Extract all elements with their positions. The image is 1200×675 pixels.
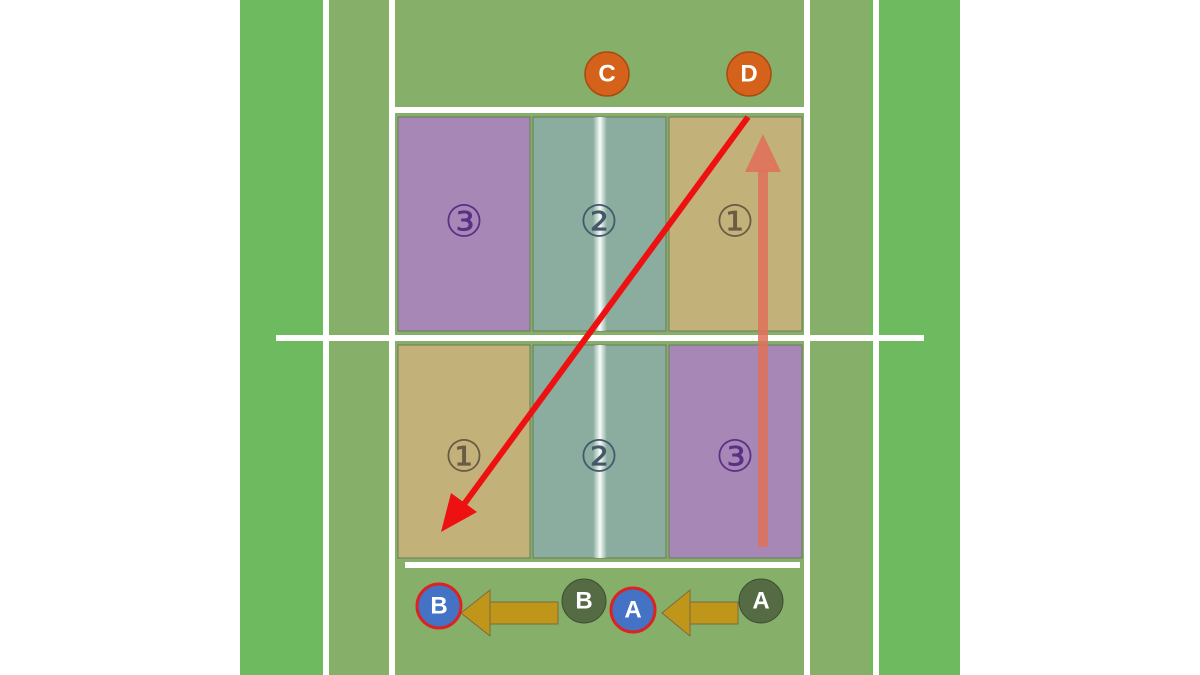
shot-arrow: [441, 115, 751, 532]
svg-text:A: A: [624, 597, 641, 624]
svg-text:D: D: [740, 61, 757, 88]
zone-far-right-label: ①: [715, 197, 754, 248]
player-a-start: A: [738, 578, 784, 624]
rotate-arrow-right: [661, 588, 739, 638]
move-arrow: [745, 134, 781, 547]
player-c: C: [584, 51, 630, 97]
zone-near-right-label: ③: [715, 432, 754, 483]
player-a-end: A: [609, 586, 657, 634]
svg-text:B: B: [575, 588, 592, 615]
zone-near-left-label: ①: [444, 432, 483, 483]
center-line-far: [593, 117, 607, 331]
zone-far-left-label: ③: [444, 197, 483, 248]
svg-text:C: C: [598, 61, 615, 88]
rotate-arrow-left: [460, 588, 559, 638]
zone-far-right: [668, 116, 803, 332]
player-b-start: B: [561, 578, 607, 624]
zone-far-center-label: ②: [579, 197, 618, 248]
svg-text:B: B: [430, 593, 447, 620]
center-line-near: [593, 345, 607, 558]
svg-text:A: A: [752, 588, 769, 615]
zone-near-left: [397, 344, 531, 559]
court-lines: [276, 0, 924, 675]
far-zones: [397, 116, 803, 332]
player-b-end: B: [415, 582, 463, 630]
zone-near-right: [668, 344, 803, 559]
zone-near-center-label: ②: [579, 432, 618, 483]
player-d: D: [726, 51, 772, 97]
zone-far-left: [397, 116, 531, 332]
